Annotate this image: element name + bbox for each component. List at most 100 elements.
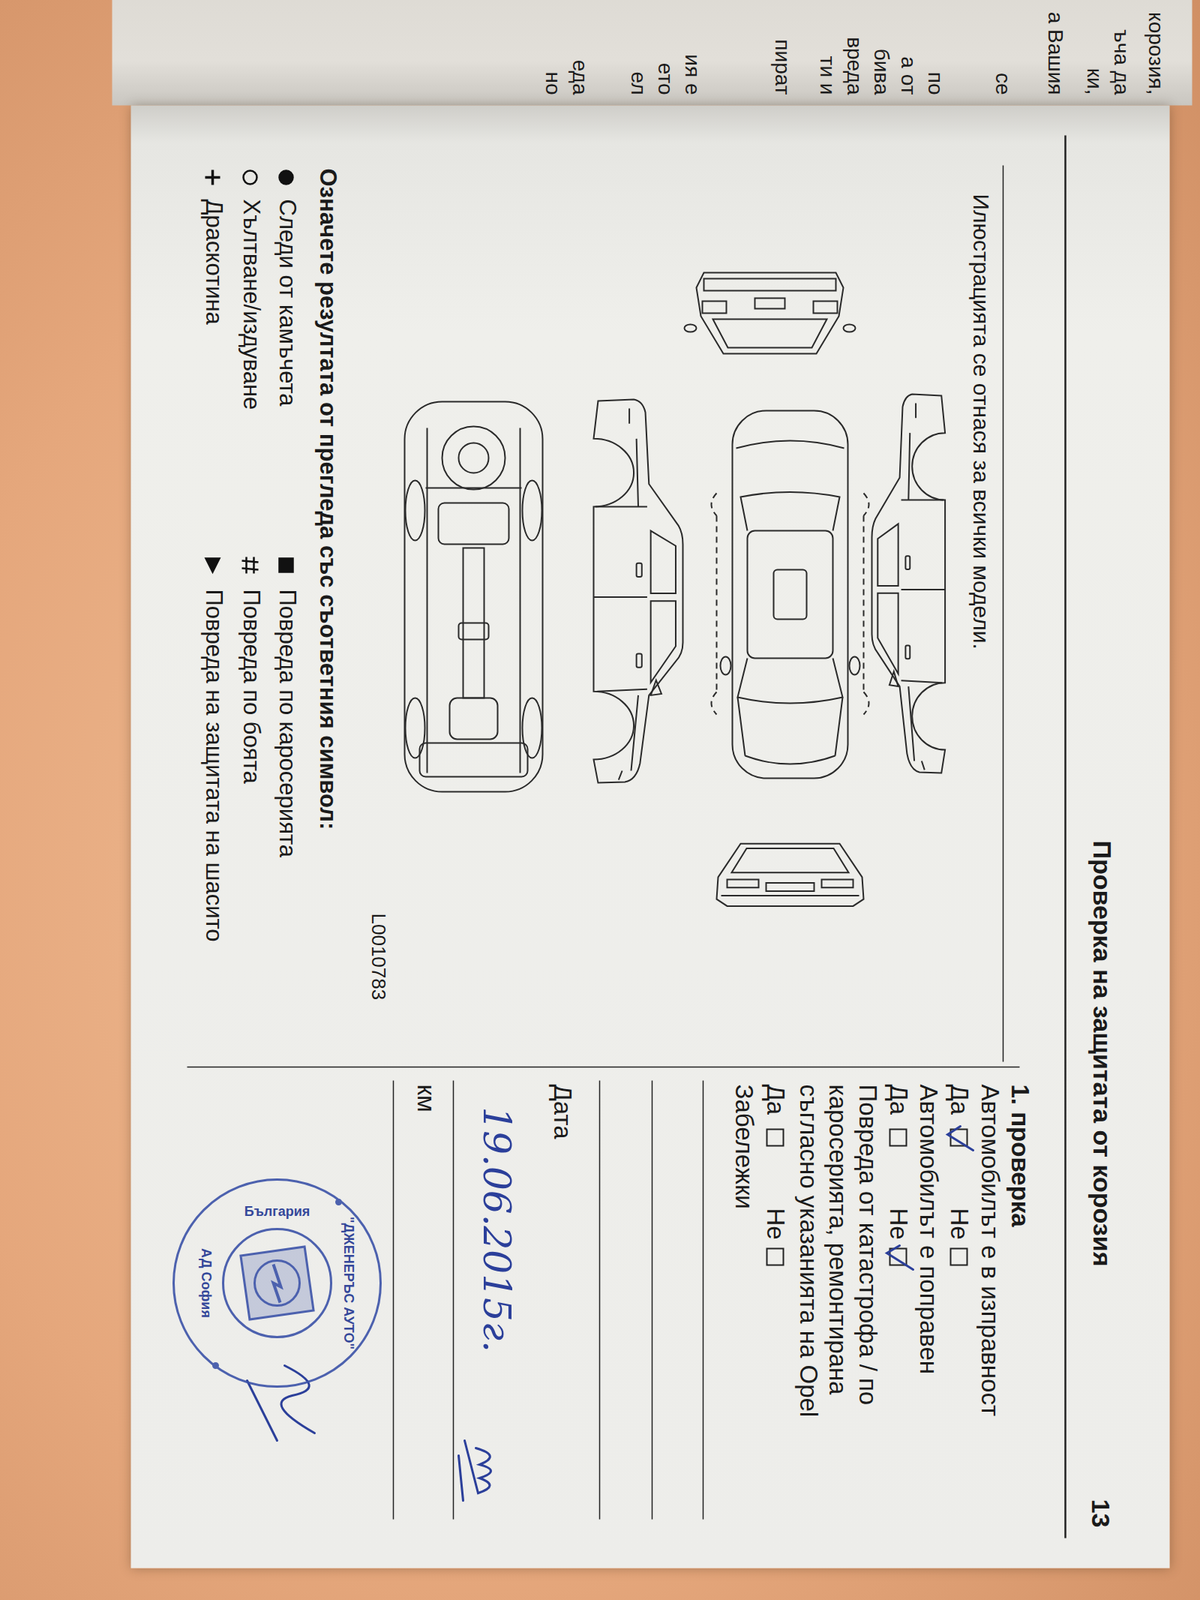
facing-page-fragment: корозия, — [1143, 12, 1169, 95]
line-art — [843, 324, 856, 333]
line-art — [174, 1179, 381, 1387]
line-art — [849, 657, 861, 675]
facing-page-fragment: еда — [567, 60, 593, 96]
text-layer: Проверка на защитата от корозия13Илюстра… — [131, 105, 1170, 1569]
answer-no: Не — [760, 1208, 791, 1240]
form-lines — [393, 1080, 704, 1520]
line-art — [279, 558, 294, 573]
stamp-text: АД София — [198, 1248, 215, 1318]
line-art — [887, 1245, 914, 1270]
line-art — [732, 848, 849, 873]
line-art — [721, 894, 860, 897]
stamp — [174, 1179, 381, 1387]
line-art — [738, 697, 843, 765]
facing-page-fragment: бива — [868, 48, 894, 96]
line-art — [813, 301, 838, 314]
date-label: Дата — [547, 1084, 578, 1140]
facing-page-fragment: ти и — [814, 56, 840, 96]
line-art — [702, 301, 727, 314]
line-art — [732, 411, 849, 779]
line-art — [717, 843, 864, 906]
stamp-text: България — [244, 1203, 311, 1221]
line-art — [1002, 165, 1005, 1062]
line-art — [453, 1080, 455, 1520]
page-title: Проверка на защитата от корозия — [1086, 840, 1118, 1267]
answer-yes: Да — [883, 1084, 914, 1116]
line-art — [405, 698, 426, 759]
line-art — [223, 1229, 332, 1338]
line-art — [774, 570, 807, 620]
line-art — [872, 393, 946, 773]
line-art — [279, 171, 294, 185]
remarks-label: Забележки — [729, 1084, 759, 1209]
facing-page-fragment: а Вашия — [1042, 12, 1068, 96]
answer-yes: Да — [760, 1084, 791, 1116]
line-art — [187, 135, 1066, 1539]
line-art — [522, 698, 543, 759]
line-art — [405, 480, 426, 541]
line-art — [459, 1440, 492, 1501]
check-heading: 1. проверка — [1005, 1084, 1035, 1227]
line-art — [242, 557, 259, 574]
left-page — [112, 0, 1193, 106]
facing-page-fragment: ки, — [1081, 68, 1107, 96]
line-art — [696, 273, 844, 354]
line-art — [187, 1066, 1020, 1068]
line-art — [273, 1264, 282, 1303]
line-art — [522, 480, 543, 541]
facing-page-fragment: ето — [652, 63, 678, 96]
facing-page-fragment: но — [540, 71, 566, 95]
figure-code: L0010783 — [366, 913, 390, 1001]
stamp-text: "ДЖЕНЕРЪС АУТО" — [340, 1216, 357, 1350]
line-art — [213, 1363, 219, 1368]
line-art — [767, 1129, 784, 1146]
handwritten-date: 19.06.2015г. — [474, 1107, 519, 1353]
facing-page-fragment: ъча да — [1108, 29, 1134, 95]
line-art — [243, 171, 258, 185]
facing-page-fragment: а от — [895, 56, 921, 95]
line-art — [948, 1126, 974, 1151]
answer-yes: Да — [944, 1084, 975, 1116]
legend-heading: Означете резултата от прегледа със съотв… — [313, 168, 342, 831]
line-art — [747, 531, 834, 659]
line-art — [684, 324, 697, 333]
form-question: Автомобилът е поправен — [913, 1084, 944, 1375]
facing-page-fragment: ел — [625, 72, 651, 96]
legend-text: Драскотина — [199, 199, 228, 325]
answer-no: Не — [944, 1208, 975, 1240]
legend-text: Повреда по каросерията — [273, 589, 301, 858]
line-art — [393, 1080, 395, 1520]
line-art — [1064, 135, 1067, 1539]
line-art — [736, 441, 845, 449]
line-art — [711, 411, 870, 779]
legend-text: Повреда по боята — [237, 589, 265, 784]
line-art — [822, 879, 854, 888]
line-art — [240, 1246, 314, 1320]
line-art — [738, 658, 843, 704]
line-art — [255, 1260, 300, 1306]
legend-text: Повреда на защитата на шасито — [199, 589, 228, 942]
line-art — [711, 493, 870, 715]
line-art — [594, 399, 684, 783]
facing-page-fragment: пират — [769, 39, 795, 95]
line-art — [450, 698, 498, 740]
line-art — [717, 843, 864, 906]
booklet-spread: Проверка на защитата от корозия13Илюстра… — [131, 105, 1170, 1569]
line-art — [713, 319, 828, 348]
facing-page-fragment: ия е — [679, 54, 705, 95]
facing-page-fragment: се — [990, 72, 1016, 96]
line-art — [766, 882, 815, 891]
line-art — [426, 428, 522, 774]
line-art — [459, 443, 489, 474]
form-question: Повреда от катастрофа / по каросерията, … — [793, 1084, 883, 1475]
illustration-note: Илюстрацията се отнася за всички модели. — [967, 194, 995, 650]
line-art — [704, 279, 837, 291]
line-art — [727, 879, 759, 888]
line-art — [206, 558, 220, 573]
form-question: Автомобилът е в изправност — [975, 1084, 1005, 1417]
line-art — [741, 492, 840, 531]
line-art — [442, 426, 506, 490]
line-art — [702, 1080, 705, 1520]
line-art — [405, 273, 946, 906]
line-art — [459, 623, 489, 640]
